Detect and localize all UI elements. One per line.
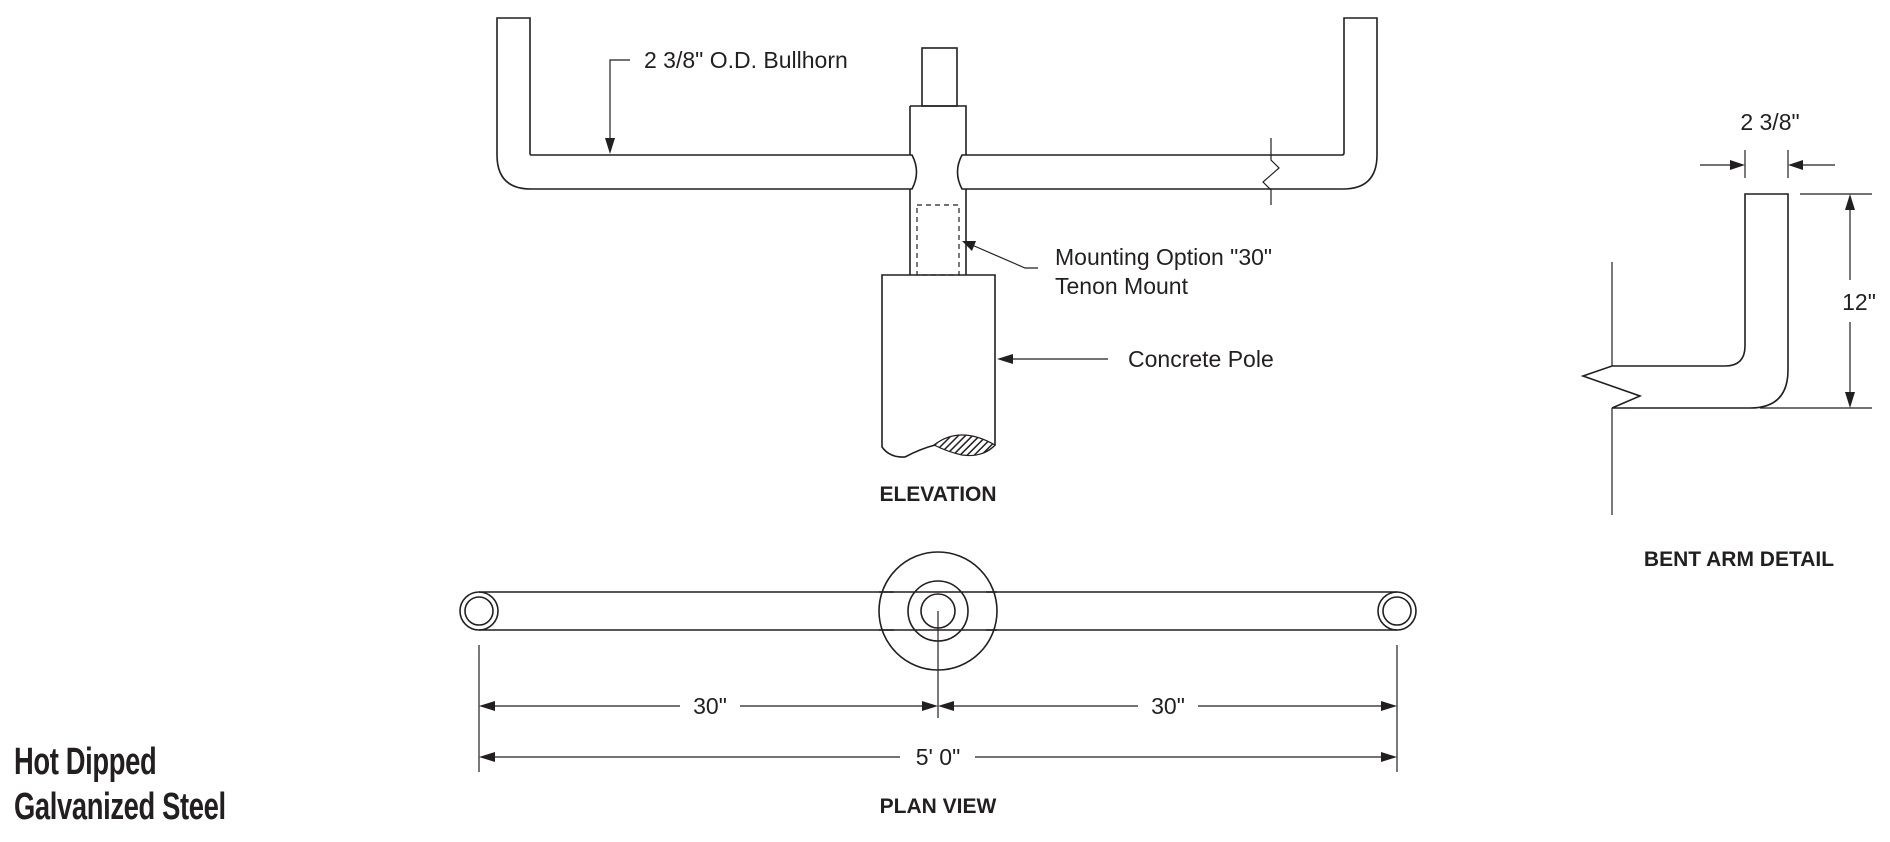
pole-arrowhead <box>997 354 1013 364</box>
dim-overall-arrowhead-b <box>1381 752 1397 762</box>
dim-overall-arrowhead-a <box>479 752 495 762</box>
material-line2: Galvanized Steel <box>14 786 226 828</box>
dim-right-arrowhead-a <box>938 701 954 711</box>
plan-arm-end-left-outer <box>459 591 499 631</box>
mounting-label-line1: Mounting Option "30" <box>1055 244 1272 270</box>
plan-arm-end-left-inner <box>464 596 494 626</box>
bullhorn-label: 2 3/8" O.D. Bullhorn <box>644 47 848 73</box>
dim-left-arrowhead-b <box>922 701 938 711</box>
concrete-pole <box>881 274 996 458</box>
material-note: Hot Dipped Galvanized Steel <box>14 740 226 830</box>
height-arrowhead-bottom <box>1845 392 1855 408</box>
dim-right-arrowhead-b <box>1381 701 1397 711</box>
plan-arm-left <box>479 591 894 631</box>
diameter-label: 2 3/8" <box>1740 109 1799 135</box>
bent-arm-detail: 2 3/8" 12" BENT ARM DETAIL <box>1580 109 1876 571</box>
mounting-arrowhead <box>962 241 976 251</box>
pole-label: Concrete Pole <box>1128 346 1274 372</box>
bullhorn-arrowhead <box>605 138 615 154</box>
mounting-label-line2: Tenon Mount <box>1055 273 1189 299</box>
plan-arm-end-right-outer <box>1377 591 1417 631</box>
height-arrowhead-top <box>1845 194 1855 210</box>
mounting-leader <box>971 244 1038 269</box>
dim-left-arrowhead-a <box>479 701 495 711</box>
tenon-mount-hidden-outline <box>916 204 960 276</box>
dim-overall-label: 5' 0" <box>916 744 961 770</box>
diameter-arrowhead-right <box>1788 160 1803 170</box>
elevation-title: ELEVATION <box>879 483 996 506</box>
material-line1: Hot Dipped <box>14 741 157 783</box>
dim-left-label: 30" <box>693 693 727 719</box>
bent-arm-tube <box>1580 193 1789 409</box>
elevation-view: 2 3/8" O.D. Bullhorn Mounting Option "30… <box>496 17 1378 506</box>
bent-arm-title: BENT ARM DETAIL <box>1644 548 1834 571</box>
diameter-arrowhead-left <box>1730 160 1745 170</box>
tenon-top-stub <box>921 47 958 107</box>
plan-view: 30" 30" 5' 0" PLAN VIEW <box>459 551 1417 818</box>
bullhorn-left-arm <box>496 17 918 190</box>
bullhorn-leader <box>609 59 630 144</box>
plan-arm-right <box>986 591 1397 631</box>
arm-break-mark <box>1262 138 1280 205</box>
height-label: 12" <box>1842 289 1876 315</box>
plan-arm-end-right-inner <box>1382 596 1412 626</box>
bullhorn-right-arm <box>956 17 1378 190</box>
pole-section-hatch <box>932 434 996 457</box>
dim-right-label: 30" <box>1151 693 1185 719</box>
tenon-hub <box>909 105 967 275</box>
plan-view-title: PLAN VIEW <box>880 795 997 818</box>
